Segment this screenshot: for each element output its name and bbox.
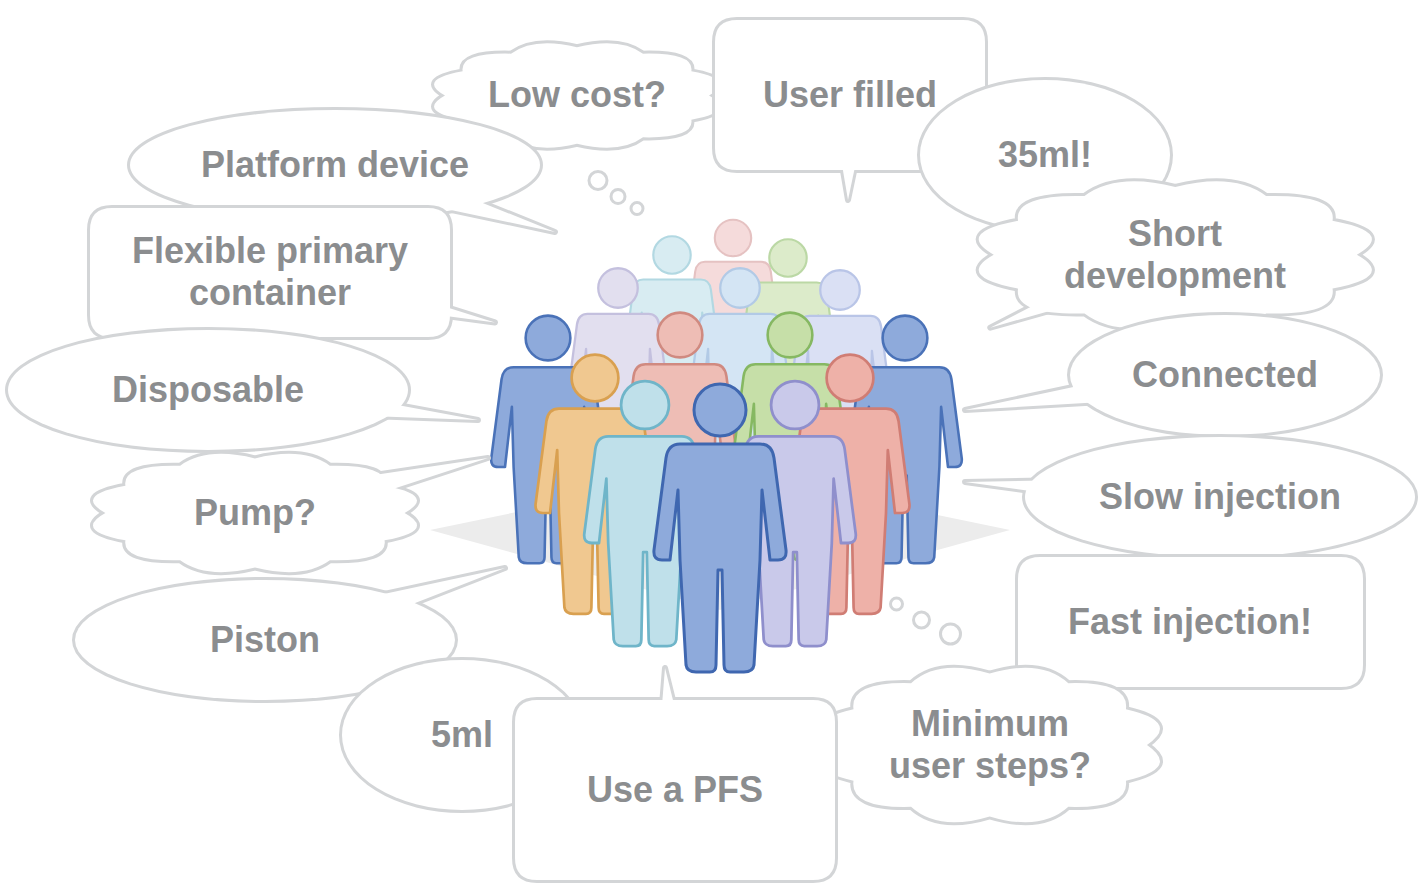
bubble-text: Minimum user steps? bbox=[875, 703, 1105, 788]
speech-bubble: Flexible primary container bbox=[90, 208, 450, 337]
bubble-text: Slow injection bbox=[1099, 476, 1341, 518]
bubble-text: Disposable bbox=[112, 369, 304, 411]
outline-stroke bbox=[90, 208, 495, 337]
thought-dot bbox=[611, 189, 625, 203]
speech-bubble: Short development bbox=[969, 174, 1382, 335]
bubble-text: 5ml bbox=[431, 714, 493, 756]
bubble-text: Platform device bbox=[201, 144, 469, 186]
bubble-text: Pump? bbox=[194, 492, 316, 534]
bubble-text: Low cost? bbox=[488, 74, 666, 116]
outline-stroke bbox=[820, 668, 1161, 823]
bubble-border bbox=[1018, 557, 1363, 687]
outline-fill bbox=[965, 315, 1380, 435]
bubble-fill bbox=[1018, 557, 1363, 687]
bubble-fill bbox=[978, 182, 1371, 329]
outline-fill bbox=[93, 454, 488, 572]
thought-dot bbox=[940, 624, 960, 644]
speech-bubble: Fast injection! bbox=[1018, 557, 1363, 687]
outline-fill bbox=[515, 668, 835, 880]
bubble-border bbox=[820, 668, 1161, 823]
bubble-fill bbox=[8, 330, 408, 450]
person-figure bbox=[654, 384, 786, 672]
outline-fill bbox=[965, 437, 1415, 557]
outline-stroke bbox=[965, 315, 1380, 435]
speech-bubble: Platform device bbox=[130, 110, 540, 220]
speech-bubble: Use a PFS bbox=[515, 700, 835, 880]
bubble-fill bbox=[820, 668, 1161, 823]
bubble-border bbox=[1025, 437, 1415, 557]
thought-dot bbox=[589, 171, 607, 189]
bubble-fill bbox=[130, 110, 540, 220]
outline-fill bbox=[90, 208, 495, 337]
bubble-border bbox=[93, 454, 417, 572]
bubble-fill bbox=[1025, 437, 1415, 557]
outline-stroke bbox=[1018, 557, 1363, 687]
thought-dots bbox=[890, 598, 960, 644]
thought-dot bbox=[913, 612, 929, 628]
bubble-text: Use a PFS bbox=[587, 769, 763, 811]
outline-fill bbox=[8, 330, 478, 450]
bubble-border bbox=[978, 182, 1371, 329]
bubble-fill bbox=[1070, 315, 1380, 435]
front-row bbox=[536, 355, 910, 672]
thought-dot bbox=[890, 598, 902, 610]
outline-stroke bbox=[515, 668, 835, 880]
bubble-text: Fast injection! bbox=[1068, 601, 1312, 643]
outline-stroke bbox=[965, 437, 1415, 557]
outline-stroke bbox=[8, 330, 478, 450]
bubble-text: Flexible primary container bbox=[120, 230, 420, 315]
bubble-fill bbox=[515, 700, 835, 880]
outline-fill bbox=[1018, 557, 1363, 687]
bubble-border bbox=[8, 330, 408, 450]
outline-stroke bbox=[978, 182, 1371, 329]
speech-bubble: Slow injection bbox=[1025, 437, 1415, 557]
bubble-text: User filled bbox=[763, 74, 937, 116]
speech-bubble: Connected bbox=[1070, 315, 1380, 435]
bubble-border bbox=[515, 700, 835, 880]
bubble-text: Short development bbox=[1040, 213, 1310, 298]
thought-dot bbox=[631, 202, 643, 214]
bubble-border bbox=[90, 208, 450, 337]
speech-bubble: Minimum user steps? bbox=[811, 660, 1168, 830]
outline-fill bbox=[820, 668, 1161, 823]
bubble-border bbox=[130, 110, 540, 220]
speech-bubble: Disposable bbox=[8, 330, 408, 450]
bubble-text: Connected bbox=[1132, 354, 1318, 396]
bubble-text: 35ml! bbox=[998, 134, 1092, 176]
bubble-fill bbox=[90, 208, 450, 337]
bubble-fill bbox=[93, 454, 417, 572]
speech-bubble: Pump? bbox=[85, 448, 425, 578]
thought-dots bbox=[589, 171, 643, 214]
outline-stroke bbox=[93, 454, 488, 572]
bubble-text: Piston bbox=[210, 619, 320, 661]
outline-fill bbox=[978, 182, 1371, 329]
bubble-border bbox=[1070, 315, 1380, 435]
